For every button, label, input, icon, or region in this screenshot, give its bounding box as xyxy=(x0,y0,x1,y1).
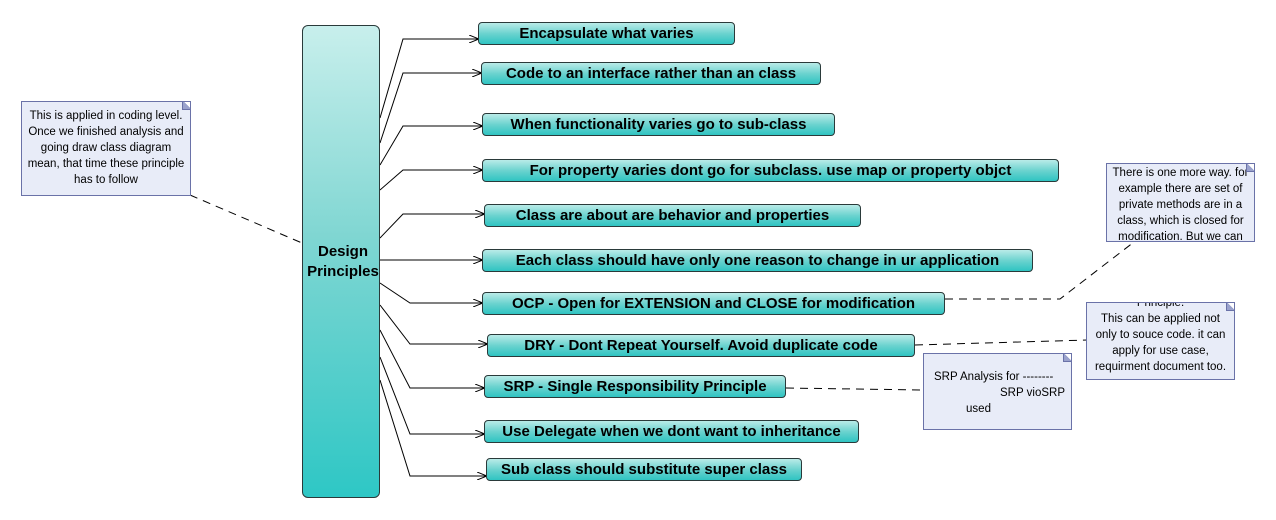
arrow-ocp xyxy=(379,282,482,303)
principle-delegate[interactable]: Use Delegate when we dont want to inheri… xyxy=(484,420,859,443)
arrow-delegate xyxy=(379,356,484,434)
note-line: This is applied in coding level. xyxy=(29,110,183,122)
principle-encapsulate[interactable]: Encapsulate what varies xyxy=(478,22,735,45)
principle-substitute[interactable]: Sub class should substitute super class xyxy=(486,458,802,481)
note-line: has to follow xyxy=(74,174,138,186)
arrow-encapsulate xyxy=(379,39,478,119)
arrow-srp xyxy=(379,329,484,388)
note-fold-icon xyxy=(1246,164,1254,172)
dashed-link-dry-note xyxy=(914,339,1089,346)
note-line: SRP vioSRP xyxy=(1000,387,1065,399)
note-line: Once we finished analysis and xyxy=(28,126,184,138)
note-dry[interactable]: Principle. This can be applied not only … xyxy=(1086,302,1235,380)
central-label-line2: Principles xyxy=(307,263,379,280)
note-line: requirment document too. xyxy=(1094,361,1227,373)
note-line: Principle. xyxy=(1136,302,1185,309)
arrow-subclass xyxy=(379,126,482,166)
note-line: used xyxy=(966,403,991,415)
note-line: mean, that time these principle xyxy=(27,158,185,170)
design-principles-label: Design Principles xyxy=(302,242,384,282)
principle-property[interactable]: For property varies dont go for subclass… xyxy=(482,159,1059,182)
principle-dry[interactable]: DRY - Dont Repeat Yourself. Avoid duplic… xyxy=(487,334,915,357)
principle-one-reason[interactable]: Each class should have only one reason t… xyxy=(482,249,1033,272)
note-line: example there are set of xyxy=(1118,183,1243,195)
note-line: SRP Analysis for -------- xyxy=(934,371,1054,383)
note-line: apply for use case, xyxy=(1112,345,1209,357)
note-fold-icon xyxy=(182,102,190,110)
note-coding-level[interactable]: This is applied in coding level. Once we… xyxy=(21,101,191,196)
note-fold-icon xyxy=(1063,354,1071,362)
note-line: There is one more way. for xyxy=(1112,167,1249,179)
dashed-link-coding-note xyxy=(189,194,303,244)
arrow-dry xyxy=(379,304,487,344)
note-line: going draw class diagram xyxy=(40,142,172,154)
principle-ocp[interactable]: OCP - Open for EXTENSION and CLOSE for m… xyxy=(482,292,945,315)
note-line: modification. But we can xyxy=(1118,231,1243,242)
principle-behavior[interactable]: Class are about are behavior and propert… xyxy=(484,204,861,227)
note-line: only to souce code. it can xyxy=(1095,329,1226,341)
arrow-interface xyxy=(379,73,481,144)
dashed-link-srp-note xyxy=(785,387,924,391)
principle-srp[interactable]: SRP - Single Responsibility Principle xyxy=(484,375,786,398)
arrow-behavior xyxy=(379,214,484,239)
dashed-link-ocp-note xyxy=(945,241,1135,300)
arrow-property xyxy=(379,170,482,191)
note-line: private methods are in a xyxy=(1118,199,1243,211)
note-srp[interactable]: SRP Analysis for -------- SRP vioSRP use… xyxy=(923,353,1072,430)
note-ocp[interactable]: There is one more way. for example there… xyxy=(1106,163,1255,242)
arrow-substitute xyxy=(379,379,486,476)
note-line: This can be applied not xyxy=(1101,313,1220,325)
principle-subclass[interactable]: When functionality varies go to sub-clas… xyxy=(482,113,835,136)
principle-interface[interactable]: Code to an interface rather than an clas… xyxy=(481,62,821,85)
central-label-line1: Design xyxy=(317,243,368,260)
note-line: class, which is closed for xyxy=(1117,215,1244,227)
note-fold-icon xyxy=(1226,303,1234,311)
design-principles-node[interactable] xyxy=(302,25,380,498)
